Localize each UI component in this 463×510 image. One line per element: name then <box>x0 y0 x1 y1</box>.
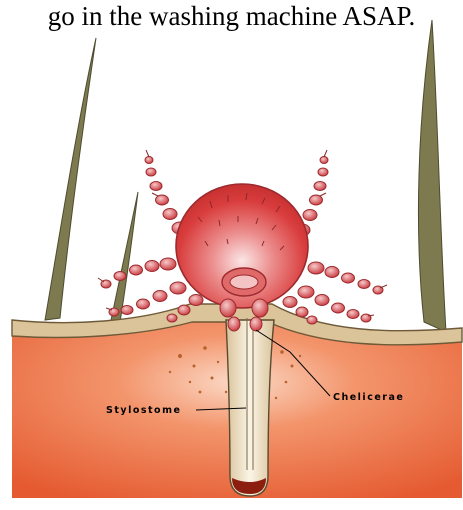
stylostome <box>226 318 274 496</box>
label-chelicerae: Chelicerae <box>333 392 404 403</box>
stylostome-tube <box>226 320 274 496</box>
grass-blade-left <box>45 38 96 320</box>
grass-blade-right <box>418 20 446 332</box>
grass-blade-mid <box>110 192 138 325</box>
label-stylostome: Stylostome <box>106 405 181 416</box>
